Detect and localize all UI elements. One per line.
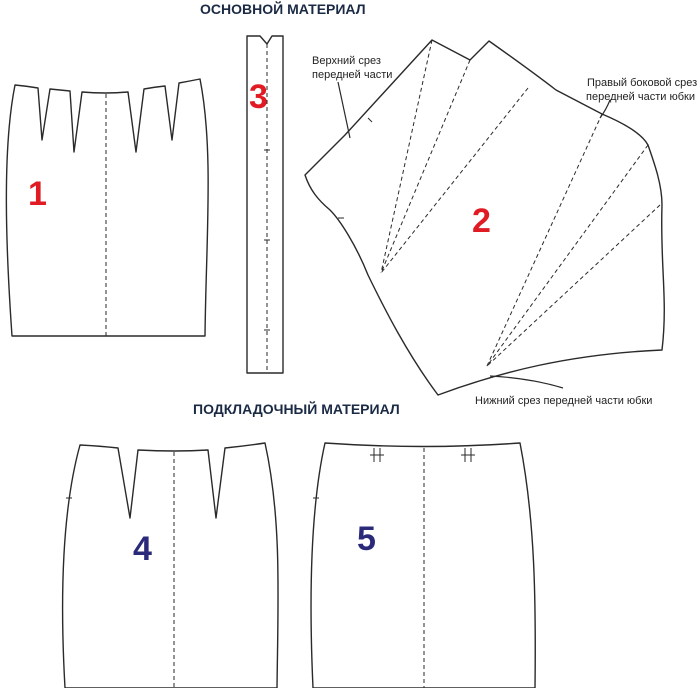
- piece-number-1: 1: [28, 175, 47, 213]
- dart-line: [486, 204, 661, 367]
- dart-line: [380, 87, 529, 274]
- dart-line: [380, 59, 471, 274]
- side-edge-leader: [599, 99, 611, 119]
- side-edge-label-1: Правый боковой срез: [587, 77, 697, 89]
- pattern-piece-3: [246, 35, 284, 374]
- top-edge-label-2: передней части: [312, 69, 392, 81]
- pattern-piece-1: [5, 78, 209, 337]
- heading-main-material: ОСНОВНОЙ МАТЕРИАЛ: [200, 0, 366, 17]
- piece-number-4: 4: [133, 530, 152, 568]
- pattern-piece-5: [310, 442, 536, 688]
- bottom-edge-leader: [489, 375, 564, 389]
- heading-lining-material: ПОДКЛАДОЧНЫЙ МАТЕРИАЛ: [193, 400, 400, 417]
- top-edge-leader: [337, 81, 351, 139]
- top-edge-label-1: Верхний срез: [312, 55, 381, 67]
- pattern-piece-4: [61, 442, 279, 688]
- dart-line: [380, 39, 433, 274]
- side-edge-label-2: передней части юбки: [586, 91, 695, 103]
- piece-number-2: 2: [472, 202, 491, 240]
- piece-number-3: 3: [249, 78, 268, 116]
- pattern-piece-2: [304, 39, 665, 396]
- dart-line: [486, 144, 649, 367]
- bottom-edge-label: Нижний срез передней части юбки: [475, 395, 652, 407]
- piece-number-5: 5: [357, 520, 376, 558]
